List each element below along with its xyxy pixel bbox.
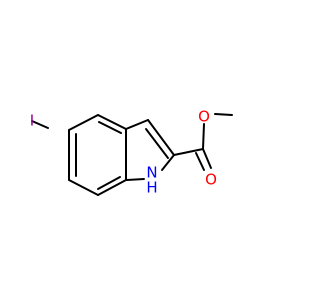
bonds bbox=[31, 113, 233, 196]
bond-ester-carbon-ester-o bbox=[202, 123, 205, 150]
bond-ester-carbon-carbonyl-o bbox=[202, 148, 212, 169]
bond-c3a-c3 bbox=[125, 119, 149, 130]
atom-labels: I N H O O bbox=[30, 108, 217, 197]
atom-nitrogen-hydrogen: H bbox=[146, 179, 157, 197]
bond-c3-c2 bbox=[147, 119, 175, 156]
bond-c4-c5 bbox=[68, 114, 99, 131]
bond-c7a-c7 bbox=[97, 179, 127, 196]
bond-c5-iodine bbox=[31, 120, 49, 129]
molecule-drawing: I N H O O bbox=[30, 108, 233, 197]
atom-carbonyl-oxygen: O bbox=[205, 171, 217, 189]
bond-c7a-c7-double bbox=[97, 176, 121, 190]
atom-nitrogen: N bbox=[146, 164, 157, 182]
bond-n1-c7a bbox=[125, 178, 145, 181]
atom-ester-oxygen: O bbox=[198, 108, 210, 126]
atom-iodine: I bbox=[30, 112, 34, 130]
bond-c4-c3a-double bbox=[98, 121, 122, 134]
bond-c7-c6 bbox=[68, 179, 99, 196]
bond-ester-carbon-carbonyl-o-double bbox=[195, 152, 205, 171]
bond-ester-o-methyl bbox=[214, 113, 233, 116]
bond-c2-n1 bbox=[161, 154, 175, 171]
structure-diagram: I N H O O bbox=[29, 107, 233, 197]
bond-c2-ester-carbon bbox=[173, 148, 204, 156]
bond-c4-c3a bbox=[97, 114, 127, 130]
bond-c3-c2-double bbox=[145, 128, 169, 159]
